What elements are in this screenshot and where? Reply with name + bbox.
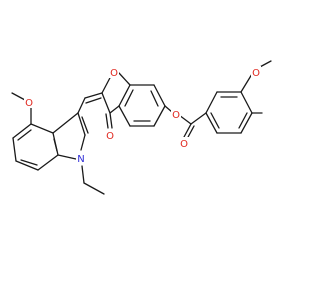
bond [37, 154, 59, 171]
bond [186, 125, 195, 140]
atom-o-furan: O [109, 66, 119, 79]
bond [57, 154, 77, 160]
bond [153, 84, 166, 107]
bond [20, 159, 38, 166]
benzofuran-benzene-ring [118, 84, 166, 127]
bond [205, 91, 218, 114]
bond [105, 113, 109, 129]
bond [101, 92, 111, 114]
atom-label: O [106, 131, 114, 142]
bond [53, 138, 58, 152]
atom-label: N [77, 154, 84, 165]
bond [11, 92, 26, 101]
bond [17, 129, 32, 141]
bond [240, 73, 253, 93]
bond [83, 182, 105, 195]
atom-o-ester-carbonyl: O [179, 137, 189, 150]
bond [210, 112, 220, 129]
molecule-structure: O O O O O O N [11, 60, 272, 195]
bond [77, 112, 86, 136]
bond [240, 112, 253, 134]
bond [15, 160, 39, 171]
bond [12, 123, 32, 139]
bond [109, 112, 113, 129]
atom-n-indole: N [76, 152, 87, 165]
bond [77, 97, 86, 114]
furanone-ring [101, 72, 131, 129]
atom-label: O [25, 98, 33, 109]
atom-o-methoxy-left: O [24, 96, 34, 109]
bond [240, 91, 253, 114]
bond [81, 165, 85, 184]
bond [81, 116, 89, 134]
bond [118, 84, 131, 107]
atom-label: O [172, 110, 180, 121]
bond [80, 134, 86, 151]
bond [183, 123, 192, 138]
bond [205, 112, 218, 134]
indole-benzene-ring [12, 123, 59, 171]
bond [238, 112, 248, 129]
bond [84, 92, 103, 99]
bond [153, 105, 166, 127]
bond [150, 90, 159, 107]
atom-label: O [110, 68, 118, 79]
bond [85, 97, 102, 104]
benzoate-ring [205, 91, 253, 134]
atom-o-methoxy-right: O [251, 66, 261, 79]
bond [52, 112, 79, 134]
bond [12, 137, 17, 162]
bond [190, 112, 207, 125]
atom-o-ester-link: O [171, 108, 181, 121]
atom-label: O [180, 139, 188, 150]
bond [109, 105, 120, 114]
molecule-canvas: O O O O O O N [11, 60, 272, 195]
atom-o-ketone: O [105, 129, 115, 142]
bond [118, 105, 131, 127]
atom-label: O [252, 68, 260, 79]
bond [124, 89, 134, 107]
bond [164, 105, 173, 113]
bond [30, 123, 54, 134]
bond [118, 72, 131, 86]
